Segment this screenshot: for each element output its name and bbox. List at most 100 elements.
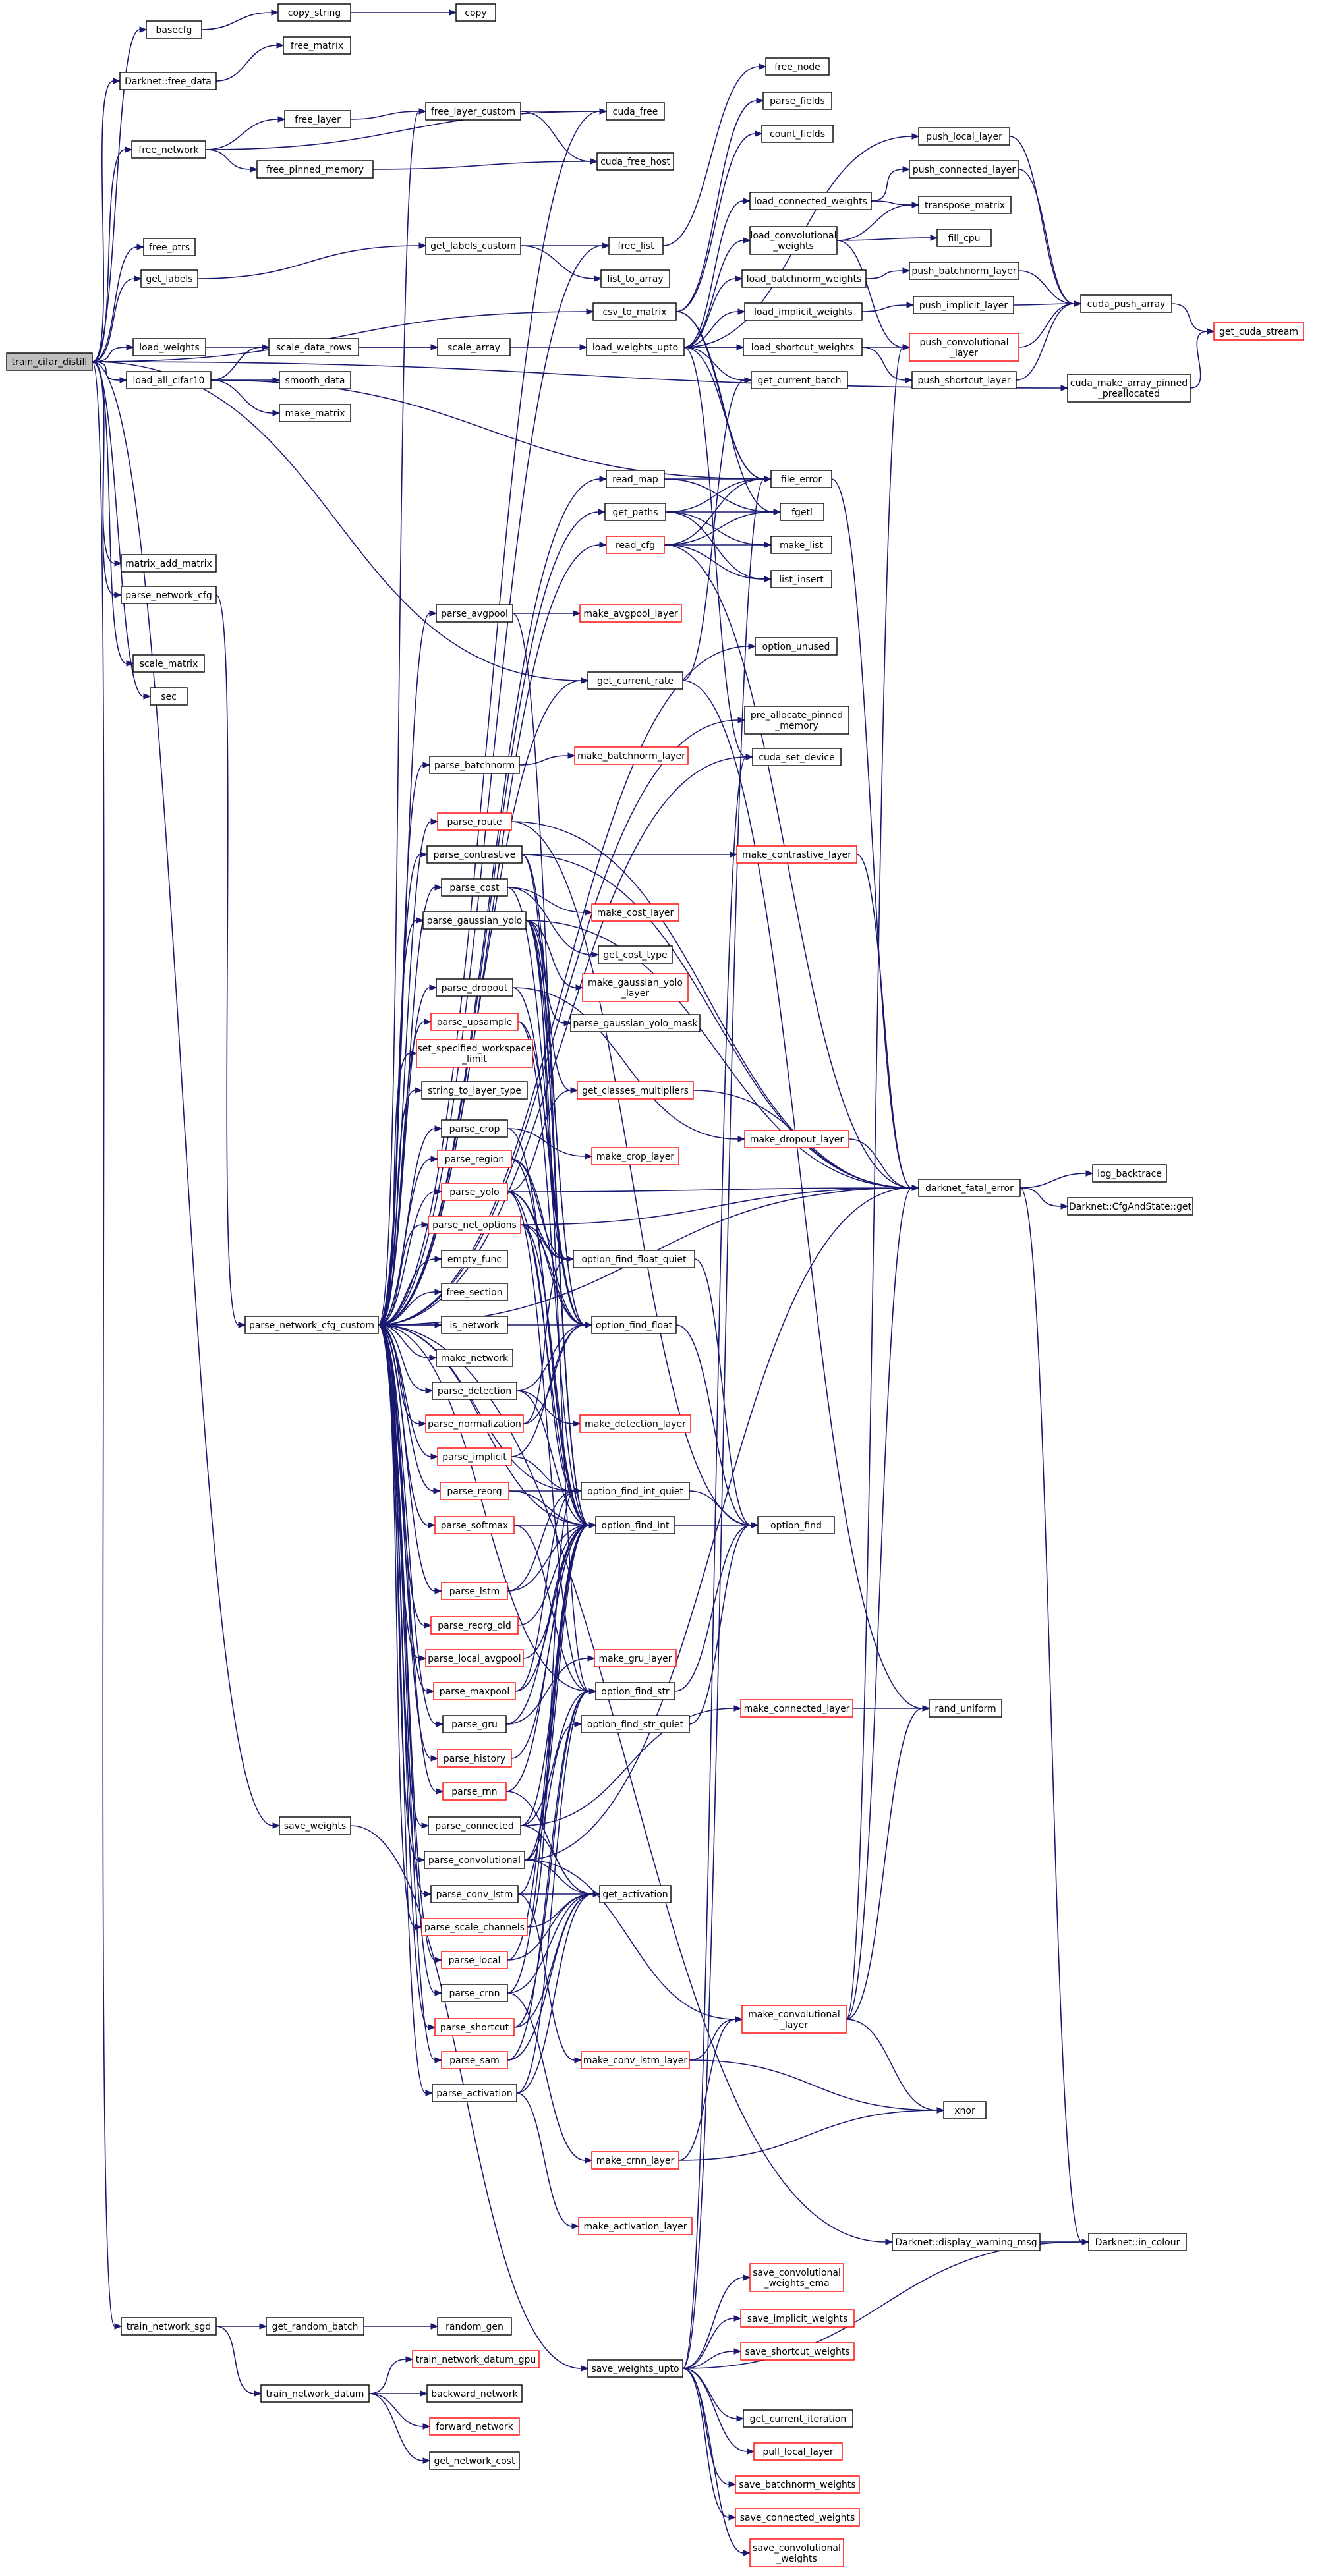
node-log-backtrace[interactable]: log_backtrace bbox=[1092, 1164, 1167, 1183]
node-parse-upsample[interactable]: parse_upsample bbox=[430, 1013, 519, 1031]
node-load-implicit-weights[interactable]: load_implicit_weights bbox=[744, 302, 863, 321]
node-cuda-free-host[interactable]: cuda_free_host bbox=[596, 152, 674, 171]
node-free-matrix[interactable]: free_matrix bbox=[283, 36, 351, 55]
node-free-layer[interactable]: free_layer bbox=[284, 110, 351, 128]
node-smooth-data[interactable]: smooth_data bbox=[279, 371, 351, 389]
node-get-cuda-stream[interactable]: get_cuda_stream bbox=[1213, 322, 1304, 341]
node-train-network-datum[interactable]: train_network_datum bbox=[260, 2384, 370, 2403]
node-save-convolutional-weights[interactable]: save_convolutional_weights bbox=[749, 2538, 844, 2567]
node-parse-reorg[interactable]: parse_reorg bbox=[440, 1482, 509, 1500]
node-scale-data-rows[interactable]: scale_data_rows bbox=[268, 338, 359, 356]
node-set-specified-workspace-limit[interactable]: set_specified_workspace_limit bbox=[416, 1039, 533, 1068]
node-push-local-layer[interactable]: push_local_layer bbox=[918, 127, 1010, 146]
node-parse-net-options[interactable]: parse_net_options bbox=[428, 1216, 521, 1234]
node-backward-network[interactable]: backward_network bbox=[426, 2384, 523, 2403]
node-make-avgpool-layer[interactable]: make_avgpool_layer bbox=[579, 604, 682, 623]
node-parse-network-cfg[interactable]: parse_network_cfg bbox=[121, 586, 217, 604]
node-parse-dropout[interactable]: parse_dropout bbox=[436, 978, 513, 997]
node-make-batchnorm-layer[interactable]: make_batchnorm_layer bbox=[574, 746, 689, 765]
node-parse-convolutional[interactable]: parse_convolutional bbox=[424, 1851, 525, 1869]
node-parse-maxpool[interactable]: parse_maxpool bbox=[433, 1682, 516, 1700]
node-parse-connected[interactable]: parse_connected bbox=[428, 1816, 521, 1835]
node-get-current-rate[interactable]: get_current_rate bbox=[587, 671, 683, 690]
node-make-gaussian-yolo-layer[interactable]: make_gaussian_yolo_layer bbox=[582, 973, 689, 1002]
node-train-network-sgd[interactable]: train_network_sgd bbox=[121, 2317, 217, 2336]
node-list-to-array[interactable]: list_to_array bbox=[600, 269, 670, 288]
node-read-cfg[interactable]: read_cfg bbox=[606, 536, 665, 554]
node-parse-network-cfg-custom[interactable]: parse_network_cfg_custom bbox=[244, 1316, 379, 1334]
node-scale-array[interactable]: scale_array bbox=[437, 338, 511, 356]
node-load-weights[interactable]: load_weights bbox=[132, 338, 206, 356]
node-parse-route[interactable]: parse_route bbox=[437, 812, 512, 831]
node-list-insert[interactable]: list_insert bbox=[770, 570, 832, 588]
node-get-labels-custom[interactable]: get_labels_custom bbox=[425, 237, 521, 255]
node-option-find[interactable]: option_find bbox=[757, 1516, 835, 1534]
node-parse-cost[interactable]: parse_cost bbox=[441, 878, 508, 897]
node-load-convolutional-weights[interactable]: load_convolutional_weights bbox=[749, 226, 838, 255]
node-make-contrastive-layer[interactable]: make_contrastive_layer bbox=[736, 845, 857, 864]
node-push-implicit-layer[interactable]: push_implicit_layer bbox=[913, 296, 1014, 314]
node-free-layer-custom[interactable]: free_layer_custom bbox=[425, 102, 521, 121]
node-push-connected-layer[interactable]: push_connected_layer bbox=[909, 160, 1019, 179]
node-free-node[interactable]: free_node bbox=[765, 57, 830, 76]
node-parse-gaussian-yolo-mask[interactable]: parse_gaussian_yolo_mask bbox=[570, 1014, 701, 1032]
node-option-find-str[interactable]: option_find_str bbox=[595, 1682, 675, 1700]
node-parse-detection[interactable]: parse_detection bbox=[432, 1382, 517, 1400]
node-load-weights-upto[interactable]: load_weights_upto bbox=[586, 338, 685, 356]
node-get-cost-type[interactable]: get_cost_type bbox=[598, 945, 673, 964]
node-string-to-layer-type[interactable]: string_to_layer_type bbox=[421, 1081, 528, 1100]
node-count-fields[interactable]: count_fields bbox=[761, 125, 834, 143]
node-make-conv-lstm-layer[interactable]: make_conv_lstm_layer bbox=[581, 2051, 690, 2069]
node-get-current-batch[interactable]: get_current_batch bbox=[751, 371, 848, 389]
node-save-shortcut-weights[interactable]: save_shortcut_weights bbox=[740, 2342, 855, 2361]
node-parse-sam[interactable]: parse_sam bbox=[441, 2051, 508, 2069]
node-make-detection-layer[interactable]: make_detection_layer bbox=[579, 1414, 691, 1433]
node-make-activation-layer[interactable]: make_activation_layer bbox=[578, 2217, 693, 2235]
node-read-map[interactable]: read_map bbox=[606, 470, 665, 488]
node-parse-normalization[interactable]: parse_normalization bbox=[425, 1414, 524, 1433]
node-option-find-int[interactable]: option_find_int bbox=[595, 1516, 675, 1534]
node-get-activation[interactable]: get_activation bbox=[599, 1885, 672, 1903]
node-get-network-cost[interactable]: get_network_cost bbox=[429, 2451, 520, 2470]
node-parse-implicit[interactable]: parse_implicit bbox=[437, 1447, 512, 1466]
node-pre-allocate-pinned-memory[interactable]: pre_allocate_pinned_memory bbox=[744, 706, 849, 735]
node-pull-local-layer[interactable]: pull_local_layer bbox=[753, 2442, 843, 2461]
node-is-network[interactable]: is_network bbox=[441, 1316, 508, 1334]
node-random-gen[interactable]: random_gen bbox=[437, 2317, 512, 2336]
node-option-find-float[interactable]: option_find_float bbox=[591, 1316, 677, 1334]
node-cuda-push-array[interactable]: cuda_push_array bbox=[1080, 294, 1172, 313]
node-option-unused[interactable]: option_unused bbox=[755, 637, 838, 656]
node-parse-crop[interactable]: parse_crop bbox=[441, 1119, 508, 1138]
node-parse-conv-lstm[interactable]: parse_conv_lstm bbox=[430, 1885, 519, 1903]
node-parse-yolo[interactable]: parse_yolo bbox=[441, 1183, 508, 1201]
node-cuda-make-array-pinned[interactable]: cuda_make_array_pinned_preallocated bbox=[1067, 374, 1191, 403]
node-free-section[interactable]: free_section bbox=[441, 1283, 508, 1301]
node-make-list[interactable]: make_list bbox=[770, 536, 832, 554]
node-parse-shortcut[interactable]: parse_shortcut bbox=[434, 2018, 515, 2036]
node-forward-network[interactable]: forward_network bbox=[429, 2417, 520, 2436]
node-save-convolutional-weights-ema[interactable]: save_convolutional_weights_ema bbox=[749, 2263, 844, 2292]
node-free-network[interactable]: free_network bbox=[131, 140, 206, 159]
node-fgetl[interactable]: fgetl bbox=[780, 503, 824, 521]
node-option-find-int-quiet[interactable]: option_find_int_quiet bbox=[581, 1482, 690, 1500]
node-cuda-set-device[interactable]: cuda_set_device bbox=[752, 748, 842, 766]
node-parse-local-avgpool[interactable]: parse_local_avgpool bbox=[425, 1649, 524, 1667]
node-push-shortcut-layer[interactable]: push_shortcut_layer bbox=[911, 371, 1017, 389]
node-make-cost-layer[interactable]: make_cost_layer bbox=[591, 903, 679, 922]
node-parse-contrastive[interactable]: parse_contrastive bbox=[426, 845, 523, 864]
node-get-classes-multipliers[interactable]: get_classes_multipliers bbox=[577, 1081, 694, 1100]
node-save-weights[interactable]: save_weights bbox=[279, 1816, 351, 1835]
node-parse-avgpool[interactable]: parse_avgpool bbox=[436, 604, 513, 623]
node-get-paths[interactable]: get_paths bbox=[604, 503, 666, 521]
node-make-gru-layer[interactable]: make_gru_layer bbox=[594, 1649, 677, 1667]
node-scale-matrix[interactable]: scale_matrix bbox=[132, 654, 205, 673]
node-save-connected-weights[interactable]: save_connected_weights bbox=[735, 2508, 860, 2527]
node-root[interactable]: train_cifar_distill bbox=[6, 352, 93, 371]
node-parse-region[interactable]: parse_region bbox=[437, 1150, 512, 1168]
node-parse-fields[interactable]: parse_fields bbox=[762, 92, 832, 110]
node-option-find-float-quiet[interactable]: option_find_float_quiet bbox=[573, 1250, 695, 1268]
node-load-all-cifar10[interactable]: load_all_cifar10 bbox=[126, 371, 212, 389]
node-load-batchnorm-weights[interactable]: load_batchnorm_weights bbox=[741, 269, 867, 288]
node-free-ptrs[interactable]: free_ptrs bbox=[143, 238, 196, 256]
node-fill-cpu[interactable]: fill_cpu bbox=[936, 229, 992, 247]
